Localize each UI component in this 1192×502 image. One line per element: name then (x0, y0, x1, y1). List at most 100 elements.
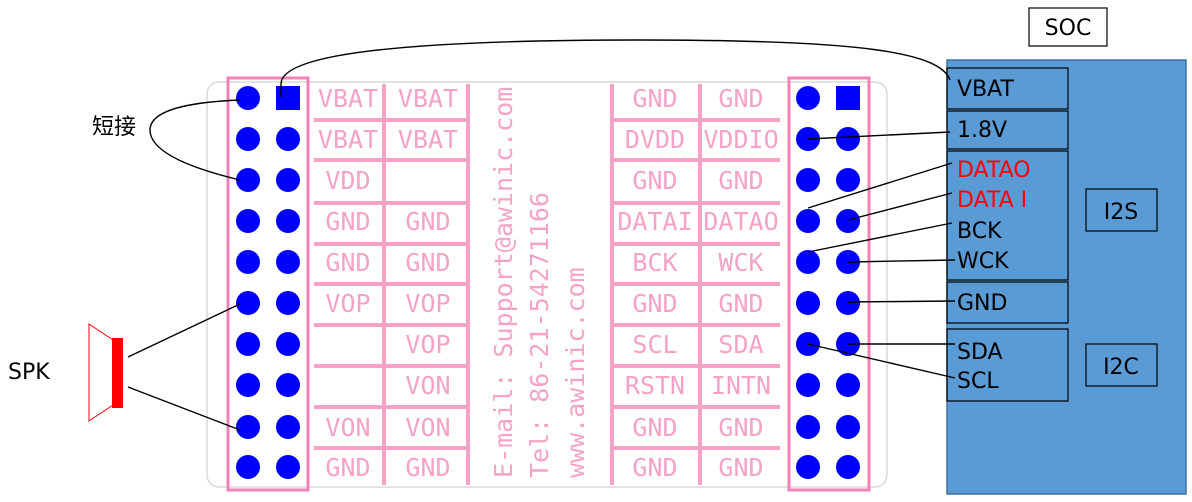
silkscreen-label: VON (405, 413, 450, 442)
soc-pin-wck: WCK (957, 249, 1009, 274)
silkscreen-label: GND (632, 453, 677, 482)
header-pin (276, 168, 300, 192)
header-pin (796, 250, 820, 274)
left-silkscreen-grid (314, 84, 470, 485)
header-pin (796, 86, 820, 110)
silkscreen-label: GND (718, 453, 763, 482)
soc-pin-bck: BCK (957, 219, 1002, 244)
header-pin (276, 332, 300, 356)
datao-wire (807, 162, 953, 209)
spk-positive-wire (127, 303, 241, 358)
silkscreen-label: DVDD (625, 125, 685, 154)
soc-pin-1v8: 1.8V (957, 118, 1007, 143)
header-pin (836, 209, 860, 233)
silkscreen-label: VOP (325, 289, 370, 318)
scl-wire (807, 343, 956, 379)
silkscreen-label: SDA (718, 330, 763, 359)
header-pin (236, 209, 260, 233)
header-pin (836, 168, 860, 192)
silkscreen-label: GND (718, 84, 763, 113)
soc-pin-gnd: GND (957, 291, 1007, 316)
silkscreen-label: DATAO (703, 207, 778, 236)
header-pin (836, 127, 860, 151)
header-pin (236, 86, 260, 110)
silkscreen-label: GND (325, 453, 370, 482)
right-silkscreen-grid (610, 84, 780, 485)
i2c-group-box (1085, 343, 1158, 387)
tel-text: Tel: 86-21-54271166 (525, 192, 554, 478)
header-pin (836, 455, 860, 479)
silkscreen-label: VBAT (318, 84, 378, 113)
header-pin (276, 291, 300, 315)
header-pin (796, 291, 820, 315)
header-pin (796, 168, 820, 192)
right-header-pins (796, 86, 860, 479)
datai-wire (847, 192, 953, 221)
silkscreen-label: GND (405, 207, 450, 236)
short-annotation: 短接 (92, 115, 136, 140)
soc-gnd-box (946, 281, 1069, 324)
header-pin (796, 209, 820, 233)
silkscreen-label: GND (632, 413, 677, 442)
header-pin (276, 415, 300, 439)
silkscreen-label: GND (405, 453, 450, 482)
left-header-pins (236, 86, 300, 479)
silkscreen-label: INTN (711, 371, 771, 400)
header-pin (236, 127, 260, 151)
soc-pin-sda: SDA (957, 340, 1003, 365)
header-pin (276, 455, 300, 479)
silkscreen-label: VDDIO (703, 125, 778, 154)
header-pin (276, 250, 300, 274)
header-pin (836, 373, 860, 397)
header-pin (276, 127, 300, 151)
silkscreen-label: GND (632, 166, 677, 195)
soc-block (946, 59, 1187, 495)
pin1-square-pad (276, 86, 300, 110)
silkscreen-label: GND (405, 248, 450, 277)
header-pin (796, 373, 820, 397)
header-pin (836, 291, 860, 315)
header-pin (236, 415, 260, 439)
silkscreen-label: GND (325, 248, 370, 277)
speaker-cone-icon (88, 323, 114, 422)
silkscreen-label: VBAT (318, 125, 378, 154)
soc-i2s-pins-box (946, 150, 1069, 281)
soc-title: SOC (1045, 16, 1092, 41)
silkscreen-label: SCL (632, 330, 677, 359)
header-pin (836, 415, 860, 439)
soc-title-box (1028, 7, 1108, 47)
i2s-group-box (1085, 188, 1158, 232)
silkscreen-label: GND (632, 84, 677, 113)
vbat-wire (280, 39, 951, 97)
speaker-magnet-icon (112, 338, 123, 408)
soc-18v-box (946, 110, 1069, 150)
wck-wire (847, 259, 956, 263)
header-pin (276, 373, 300, 397)
silkscreen-label: GND (632, 289, 677, 318)
header-pin (236, 455, 260, 479)
header-pin (236, 250, 260, 274)
header-pin (236, 168, 260, 192)
soc-pin-datao: DATAO (957, 158, 1031, 183)
short-jumper-wire (149, 99, 241, 181)
soc-i2c-pins-box (946, 328, 1069, 402)
header-pin (796, 415, 820, 439)
silkscreen-label: BCK (632, 248, 677, 277)
left-header-frame (226, 76, 310, 492)
soc-pin-scl: SCL (957, 369, 999, 394)
silkscreen-label: RSTN (625, 371, 685, 400)
silkscreen-label: VOP (405, 289, 450, 318)
silkscreen-label: VBAT (398, 84, 458, 113)
header-pin (236, 332, 260, 356)
header-pin (276, 209, 300, 233)
header-pin (236, 373, 260, 397)
silkscreen-label: VON (325, 413, 370, 442)
speaker-annotation: SPK (8, 360, 50, 385)
silkscreen-label: VON (405, 371, 450, 400)
silkscreen-label: GND (718, 289, 763, 318)
